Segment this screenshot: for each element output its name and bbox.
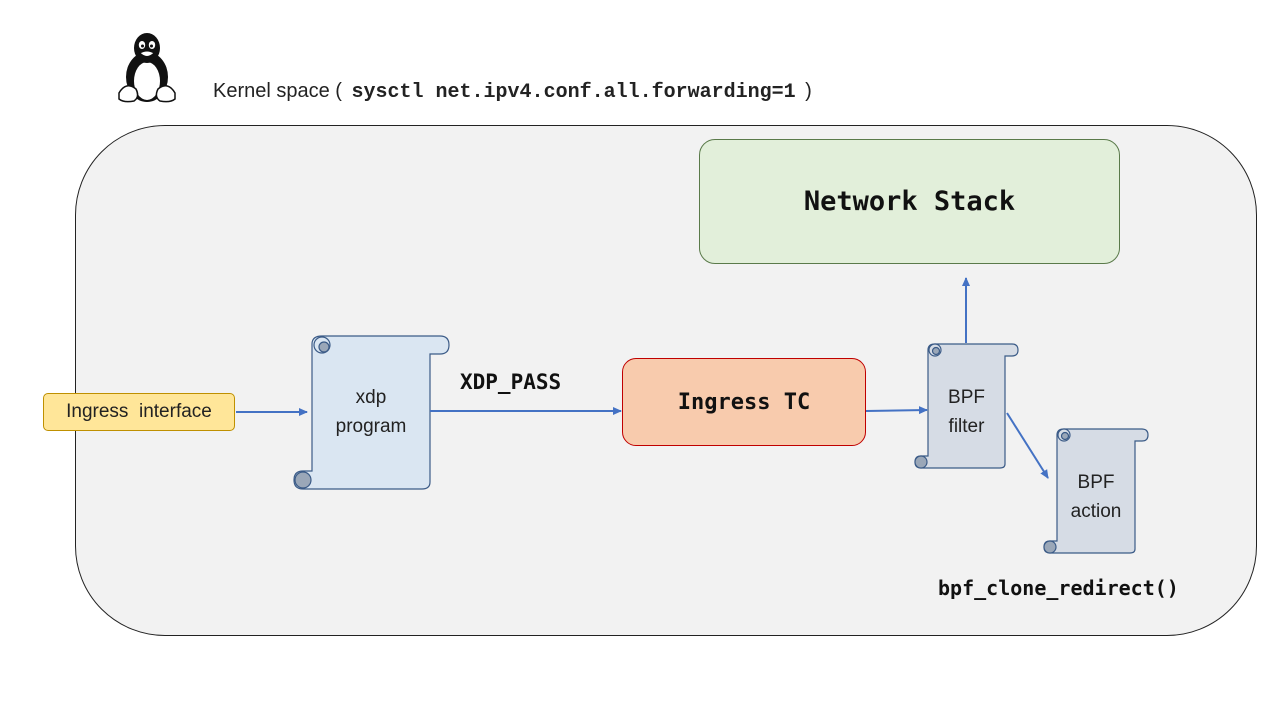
xdp-program-label: xdp program bbox=[312, 383, 430, 441]
ingress-interface-label: Ingress interface bbox=[66, 401, 212, 422]
sysctl-command: sysctl net.ipv4.conf.all.forwarding=1 bbox=[351, 81, 796, 104]
bpf-action-scroll bbox=[1043, 428, 1149, 554]
kernel-space-title: Kernel space ( sysctl net.ipv4.conf.all.… bbox=[213, 80, 812, 104]
xdp-program-scroll bbox=[293, 335, 450, 490]
bpf-filter-line2: filter bbox=[948, 416, 985, 437]
ingress-tc-label: Ingress TC bbox=[677, 389, 811, 415]
clone-redirect-label: bpf_clone_redirect() bbox=[938, 576, 1179, 600]
network-stack-box: Network Stack bbox=[699, 139, 1120, 264]
ingress-tc-box: Ingress TC bbox=[622, 358, 866, 446]
network-stack-label: Network Stack bbox=[803, 186, 1016, 217]
xdp-program-line1: xdp bbox=[355, 387, 387, 408]
bpf-filter-scroll bbox=[914, 343, 1019, 469]
bpf-filter-label: BPF filter bbox=[928, 383, 1005, 441]
arrow-filter-to-action bbox=[1006, 412, 1049, 479]
bpf-action-line1: BPF bbox=[1077, 472, 1115, 493]
bpf-filter-line1: BPF bbox=[948, 387, 985, 408]
ingress-interface-box: Ingress interface bbox=[43, 393, 235, 431]
arrow-tc-to-filter bbox=[865, 406, 928, 415]
xdp-pass-label: XDP_PASS bbox=[460, 370, 562, 394]
title-prefix: Kernel space ( bbox=[213, 80, 342, 102]
xdp-program-line2: program bbox=[335, 416, 407, 437]
bpf-action-line2: action bbox=[1070, 501, 1122, 522]
bpf-action-label: BPF action bbox=[1057, 468, 1135, 526]
title-suffix: ) bbox=[805, 80, 812, 102]
